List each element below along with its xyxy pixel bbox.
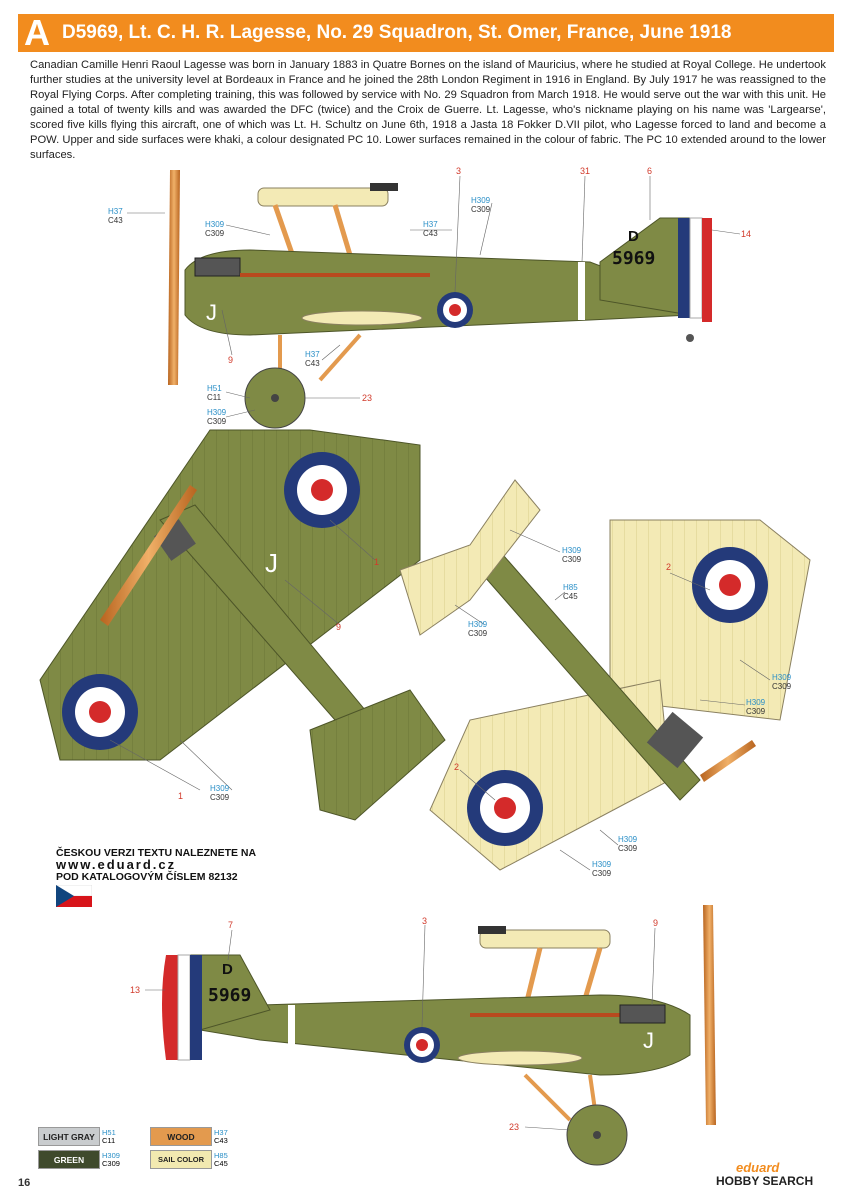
marking-number: 2 (666, 562, 672, 572)
side-view-right-letter: J (643, 1028, 654, 1053)
side-view-left-code: D (628, 228, 639, 245)
plan-view-upper-letter: J (265, 548, 278, 578)
side-view-left-serial: 5969 (612, 248, 656, 269)
marking-number: 7 (228, 920, 234, 930)
profile-title: D5969, Lt. C. H. R. Lagesse, No. 29 Squa… (62, 22, 732, 43)
marking-number: 23 (362, 393, 373, 403)
czech-note: ČESKOU VERZI TEXTU NALEZNETE NA www.edua… (56, 847, 256, 883)
marking-number: 9 (336, 622, 342, 632)
side-view-right-serial: 5969 (208, 985, 252, 1006)
czech-note-line3: POD KATALOGOVÝM ČÍSLEM 82132 (56, 871, 238, 883)
plan-view-lower (399, 479, 811, 871)
title-bar (18, 14, 834, 52)
marking-number: 9 (653, 918, 659, 928)
marking-number: 3 (456, 166, 462, 176)
side-view-left-letter: J (206, 300, 217, 325)
legend-swatch-light-gray: LIGHT GRAY (38, 1127, 100, 1146)
czech-note-line1: ČESKOU VERZI TEXTU NALEZNETE NA (56, 847, 257, 859)
legend-swatch-green: GREEN (38, 1150, 100, 1169)
legend-swatch-sail-color: SAIL COLOR (150, 1150, 212, 1169)
czech-flag-icon (56, 885, 92, 907)
watermark: HOBBY SEARCH (716, 1174, 814, 1188)
marking-number: 2 (454, 762, 460, 772)
plan-view-upper (39, 429, 446, 821)
intro-text: Canadian Camille Henri Raoul Lagesse was… (30, 59, 826, 161)
marking-number: 23 (509, 1122, 520, 1132)
side-view-right (162, 905, 716, 1166)
marking-number: 1 (178, 791, 184, 801)
side-view-right-code: D (222, 961, 233, 978)
marking-number: 6 (647, 166, 653, 176)
marking-number: 31 (580, 166, 591, 176)
brand-logo: eduard (736, 1160, 780, 1175)
marking-number: 14 (741, 229, 752, 239)
profile-letter: A (24, 12, 50, 53)
marking-number: 3 (422, 916, 428, 926)
marking-number: 9 (228, 355, 234, 365)
side-view-left (168, 170, 712, 429)
page-number: 16 (18, 1177, 31, 1189)
legend-swatch-wood: WOOD (150, 1127, 212, 1146)
marking-number: 13 (130, 985, 141, 995)
czech-note-url[interactable]: www.eduard.cz (56, 857, 177, 872)
marking-number: 1 (374, 557, 380, 567)
